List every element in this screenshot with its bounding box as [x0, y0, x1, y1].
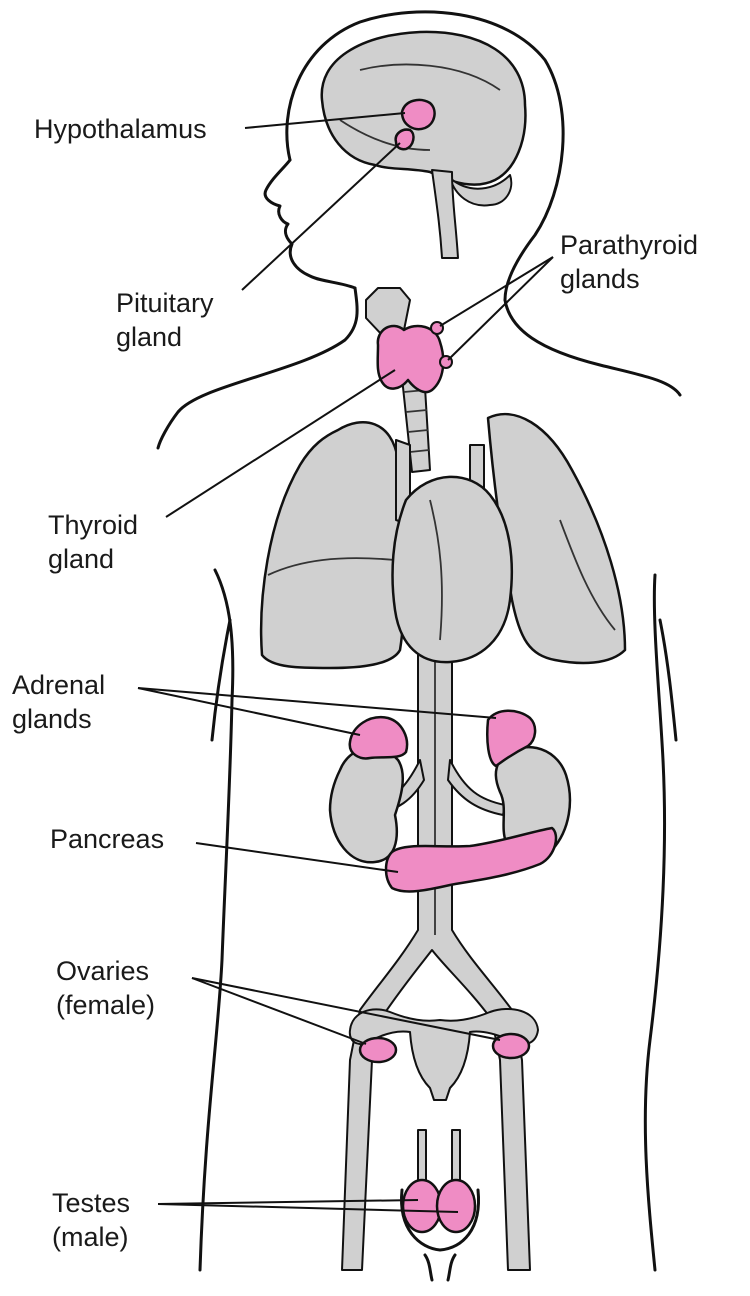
pituitary-gland: [394, 128, 415, 151]
label-ovaries-line2: (female): [56, 990, 156, 1020]
label-thyroid-line1: Thyroid: [48, 510, 139, 540]
testis-left: [401, 1178, 443, 1234]
hypothalamus-gland: [400, 98, 436, 131]
parathyroid-gland-upper: [430, 321, 444, 335]
pancreas-gland: [384, 826, 558, 893]
label-pancreas: Pancreas: [50, 824, 165, 854]
leader-ovary-right: [191, 977, 501, 1041]
label-thyroid-line2: gland: [48, 544, 115, 574]
leader-adrenal-left: [137, 687, 361, 736]
adrenal-gland-left: [348, 715, 409, 760]
left-lung: [259, 421, 406, 670]
label-adrenal-line2: glands: [12, 704, 92, 734]
heart: [391, 475, 514, 664]
testis-right: [435, 1178, 477, 1234]
leader-lines: [137, 112, 554, 1213]
leader-thyroid: [165, 369, 396, 518]
label-ovaries: Ovaries (female): [56, 954, 155, 1022]
label-thyroid: Thyroid gland: [48, 508, 138, 576]
ovary-left: [358, 1036, 398, 1064]
label-testes: Testes (male): [52, 1186, 130, 1254]
label-parathyroid-line1: Parathyroid: [560, 230, 699, 260]
body-outline: [156, 10, 682, 1282]
thyroid-gland: [376, 324, 445, 394]
ovary-right: [491, 1032, 531, 1060]
label-parathyroid-line2: glands: [560, 264, 640, 294]
leader-parathyroid-lower: [447, 256, 554, 361]
label-hypothalamus: Hypothalamus: [34, 114, 207, 144]
label-testes-line1: Testes: [52, 1188, 131, 1218]
leader-adrenal-right: [137, 687, 497, 719]
leader-hypothalamus: [244, 112, 406, 129]
leader-pituitary: [241, 142, 401, 291]
leader-testis-left: [157, 1199, 419, 1205]
label-adrenal-line1: Adrenal: [12, 670, 106, 700]
left-kidney: [328, 746, 405, 864]
label-pituitary-line2: gland: [116, 322, 183, 352]
leader-ovary-left: [191, 977, 367, 1045]
leader-testis-right: [157, 1203, 459, 1213]
adrenal-gland-right: [486, 709, 537, 768]
label-adrenal: Adrenal glands: [12, 668, 105, 736]
leader-parathyroid-upper: [439, 256, 554, 327]
label-pituitary: Pituitary gland: [116, 286, 214, 354]
label-pituitary-line1: Pituitary: [116, 288, 214, 318]
leader-pancreas: [195, 842, 399, 873]
label-ovaries-line1: Ovaries: [56, 956, 150, 986]
label-parathyroid: Parathyroid glands: [560, 228, 698, 296]
brain: [320, 30, 527, 259]
label-testes-line2: (male): [52, 1222, 129, 1252]
